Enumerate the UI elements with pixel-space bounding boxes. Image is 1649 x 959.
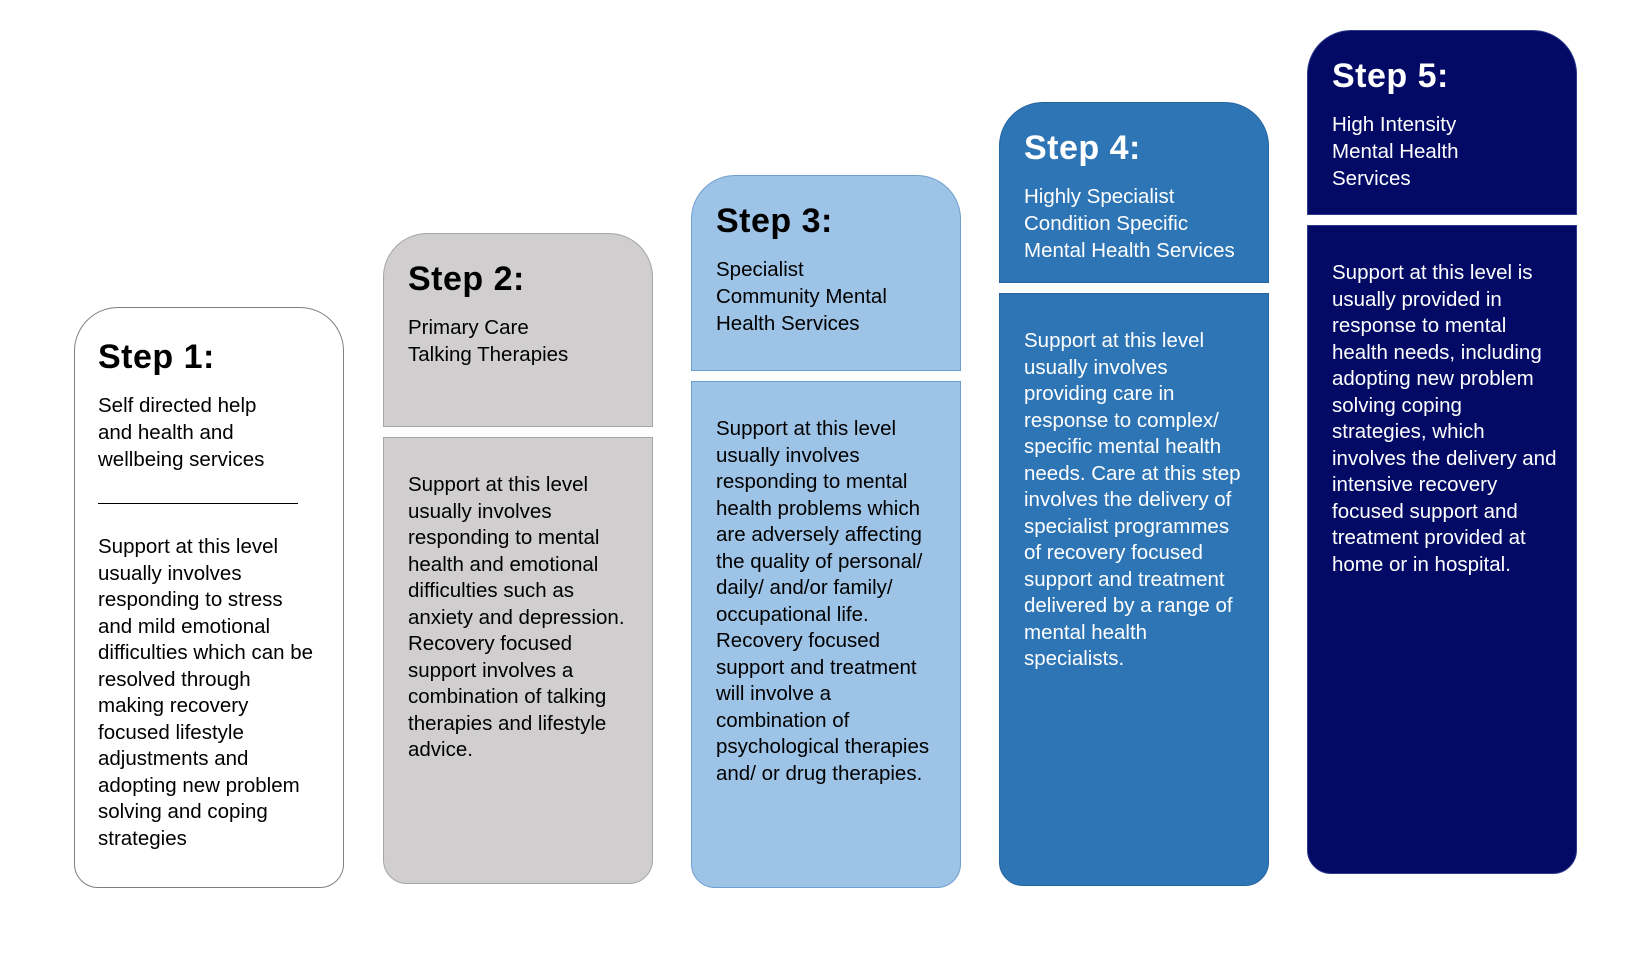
step-5-body-card: Support at this level is usually provide… <box>1307 225 1577 874</box>
step-2-header-card: Step 2: Primary Care Talking Therapies <box>383 233 653 427</box>
step-3-body-card: Support at this level usually involves r… <box>691 381 961 888</box>
step-1-body: Support at this level usually involves r… <box>98 535 313 850</box>
step-3-body: Support at this level usually involves r… <box>716 417 930 785</box>
step-4-header-card: Step 4: Highly Specialist Condition Spec… <box>999 102 1269 283</box>
step-3-header-card: Step 3: Specialist Community Mental Heal… <box>691 175 961 371</box>
step-2-label: Step 2: <box>408 260 525 298</box>
step-4-body: Support at this level usually involves p… <box>1024 329 1241 670</box>
step-4-body-card: Support at this level usually involves p… <box>999 293 1269 886</box>
step-1-label: Step 1: <box>98 338 215 376</box>
step-2-title: Primary Care Talking Therapies <box>408 316 569 366</box>
step-1-divider-line <box>98 503 298 504</box>
step-4-label: Step 4: <box>1024 129 1141 167</box>
step-5-body: Support at this level is usually provide… <box>1332 261 1557 576</box>
step-5-title: High Intensity Mental Health Services <box>1332 113 1459 190</box>
step-2-body-card: Support at this level usually involves r… <box>383 437 653 884</box>
step-1-title: Self directed help and health and wellbe… <box>98 394 265 471</box>
step-3-title: Specialist Community Mental Health Servi… <box>716 258 887 335</box>
step-5-header-card: Step 5: High Intensity Mental Health Ser… <box>1307 30 1577 215</box>
step-5-label: Step 5: <box>1332 57 1449 95</box>
step-4-title: Highly Specialist Condition Specific Men… <box>1024 185 1235 262</box>
step-2-body: Support at this level usually involves r… <box>408 473 625 761</box>
step-1-card: Step 1: Self directed help and health an… <box>74 307 344 888</box>
step-3-label: Step 3: <box>716 202 833 240</box>
